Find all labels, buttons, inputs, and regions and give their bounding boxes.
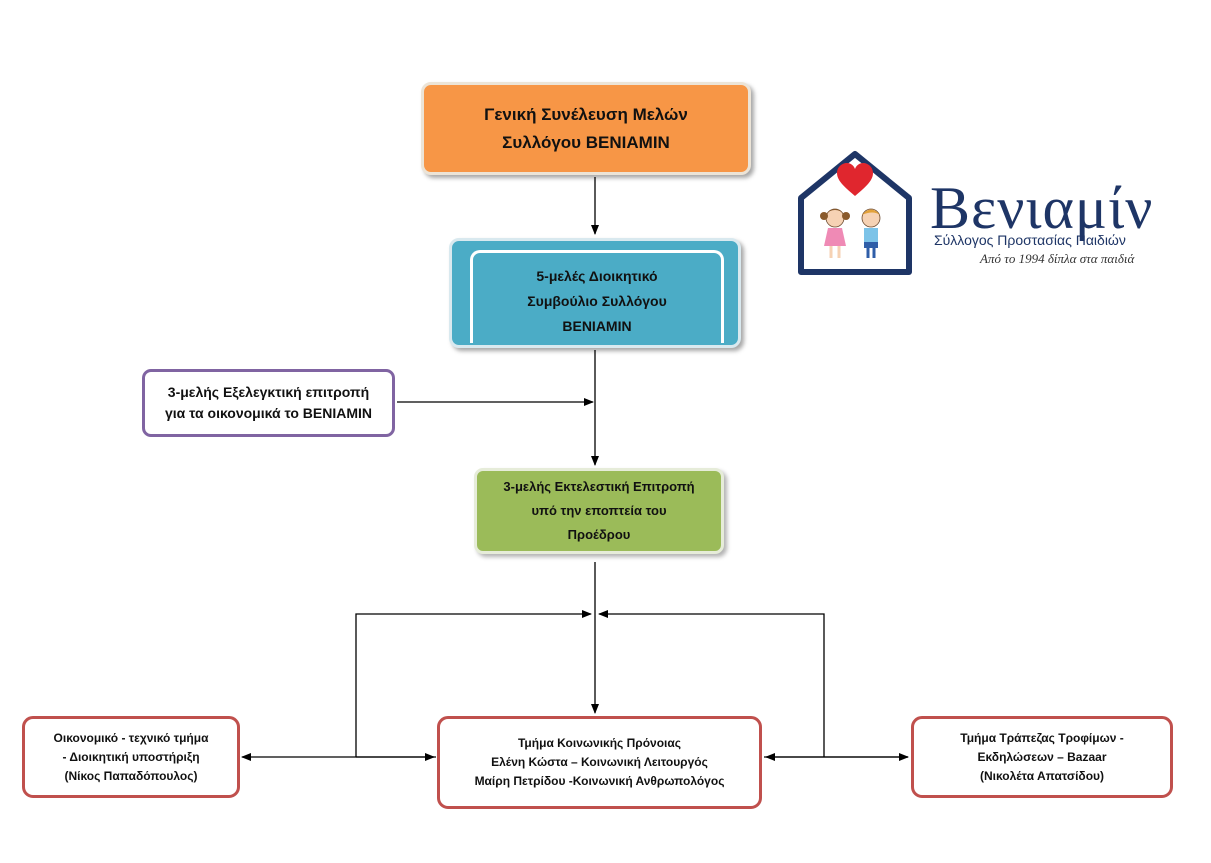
board-inner-frame: 5-μελές Διοικητικό Συμβούλιο Συλλόγου BE…: [470, 250, 724, 343]
general-assembly-line-1: Γενική Συνέλευση Μελών: [484, 104, 688, 124]
logo-subtitle: Σύλλογος Προστασίας Παιδιών: [934, 232, 1126, 248]
social-line-3: Μαίρη Πετρίδου -Κοινωνική Ανθρωπολόγος: [474, 774, 725, 788]
social-welfare-department-box: Τμήμα Κοινωνικής Πρόνοιας Ελένη Κώστα – …: [437, 716, 762, 809]
general-assembly-box: Γενική Συνέλευση Μελών Συλλόγου BENIAMIN: [421, 82, 751, 175]
audit-committee-box: 3-μελής Εξελεγκτική επιτροπή για τα οικο…: [142, 369, 395, 437]
logo-house-icon: [798, 151, 912, 275]
food-line-1: Τμήμα Τράπεζας Τροφίμων -: [960, 730, 1124, 745]
food-bank-department-box: Τμήμα Τράπεζας Τροφίμων - Εκδηλώσεων – B…: [911, 716, 1173, 798]
finance-line-3: (Νίκος Παπαδόπουλος): [64, 768, 198, 783]
finance-line-2: - Διοικητική υποστήριξη: [62, 749, 200, 764]
executive-line-3: Προέδρου: [567, 527, 631, 542]
logo-wordmark: Βενιαμίν Σύλλογος Προστασίας Παιδιών Από…: [930, 175, 1195, 267]
executive-committee-box: 3-μελής Εκτελεστική Επιτροπή υπό την επο…: [474, 468, 724, 554]
audit-line-2: για τα οικονομικά το BENIAMIN: [164, 405, 372, 421]
social-line-1: Τμήμα Κοινωνικής Πρόνοιας: [517, 736, 681, 750]
logo-name: Βενιαμίν: [930, 175, 1154, 241]
executive-line-2: υπό την εποπτεία του: [531, 503, 667, 518]
executive-line-1: 3-μελής Εκτελεστική Επιτροπή: [503, 479, 695, 494]
board-box: [449, 238, 741, 348]
audit-line-1: 3-μελής Εξελεγκτική επιτροπή: [167, 384, 370, 400]
board-line-2: Συμβούλιο Συλλόγου: [527, 292, 667, 309]
food-line-2: Εκδηλώσεων – Bazaar: [977, 749, 1107, 764]
food-line-3: (Νικολέτα Απατσίδου): [979, 768, 1105, 783]
board-line-3: BENIAMIN: [562, 317, 632, 334]
line-left-feedback: [355, 610, 592, 757]
line-right-feedback: [598, 610, 825, 757]
general-assembly-line-2: Συλλόγου BENIAMIN: [502, 132, 670, 152]
board-line-1: 5-μελές Διοικητικό: [536, 267, 658, 284]
heart-icon: [837, 163, 873, 196]
logo-tagline: Από το 1994 δίπλα στα παιδιά: [980, 251, 1135, 266]
finance-line-1: Οικονομικό - τεχνικό τμήμα: [53, 730, 209, 745]
boy-icon: [861, 208, 881, 258]
social-line-2: Ελένη Κώστα – Κοινωνική Λειτουργός: [491, 755, 708, 769]
girl-icon: [820, 208, 850, 258]
finance-department-box: Οικονομικό - τεχνικό τμήμα - Διοικητική …: [22, 716, 240, 798]
